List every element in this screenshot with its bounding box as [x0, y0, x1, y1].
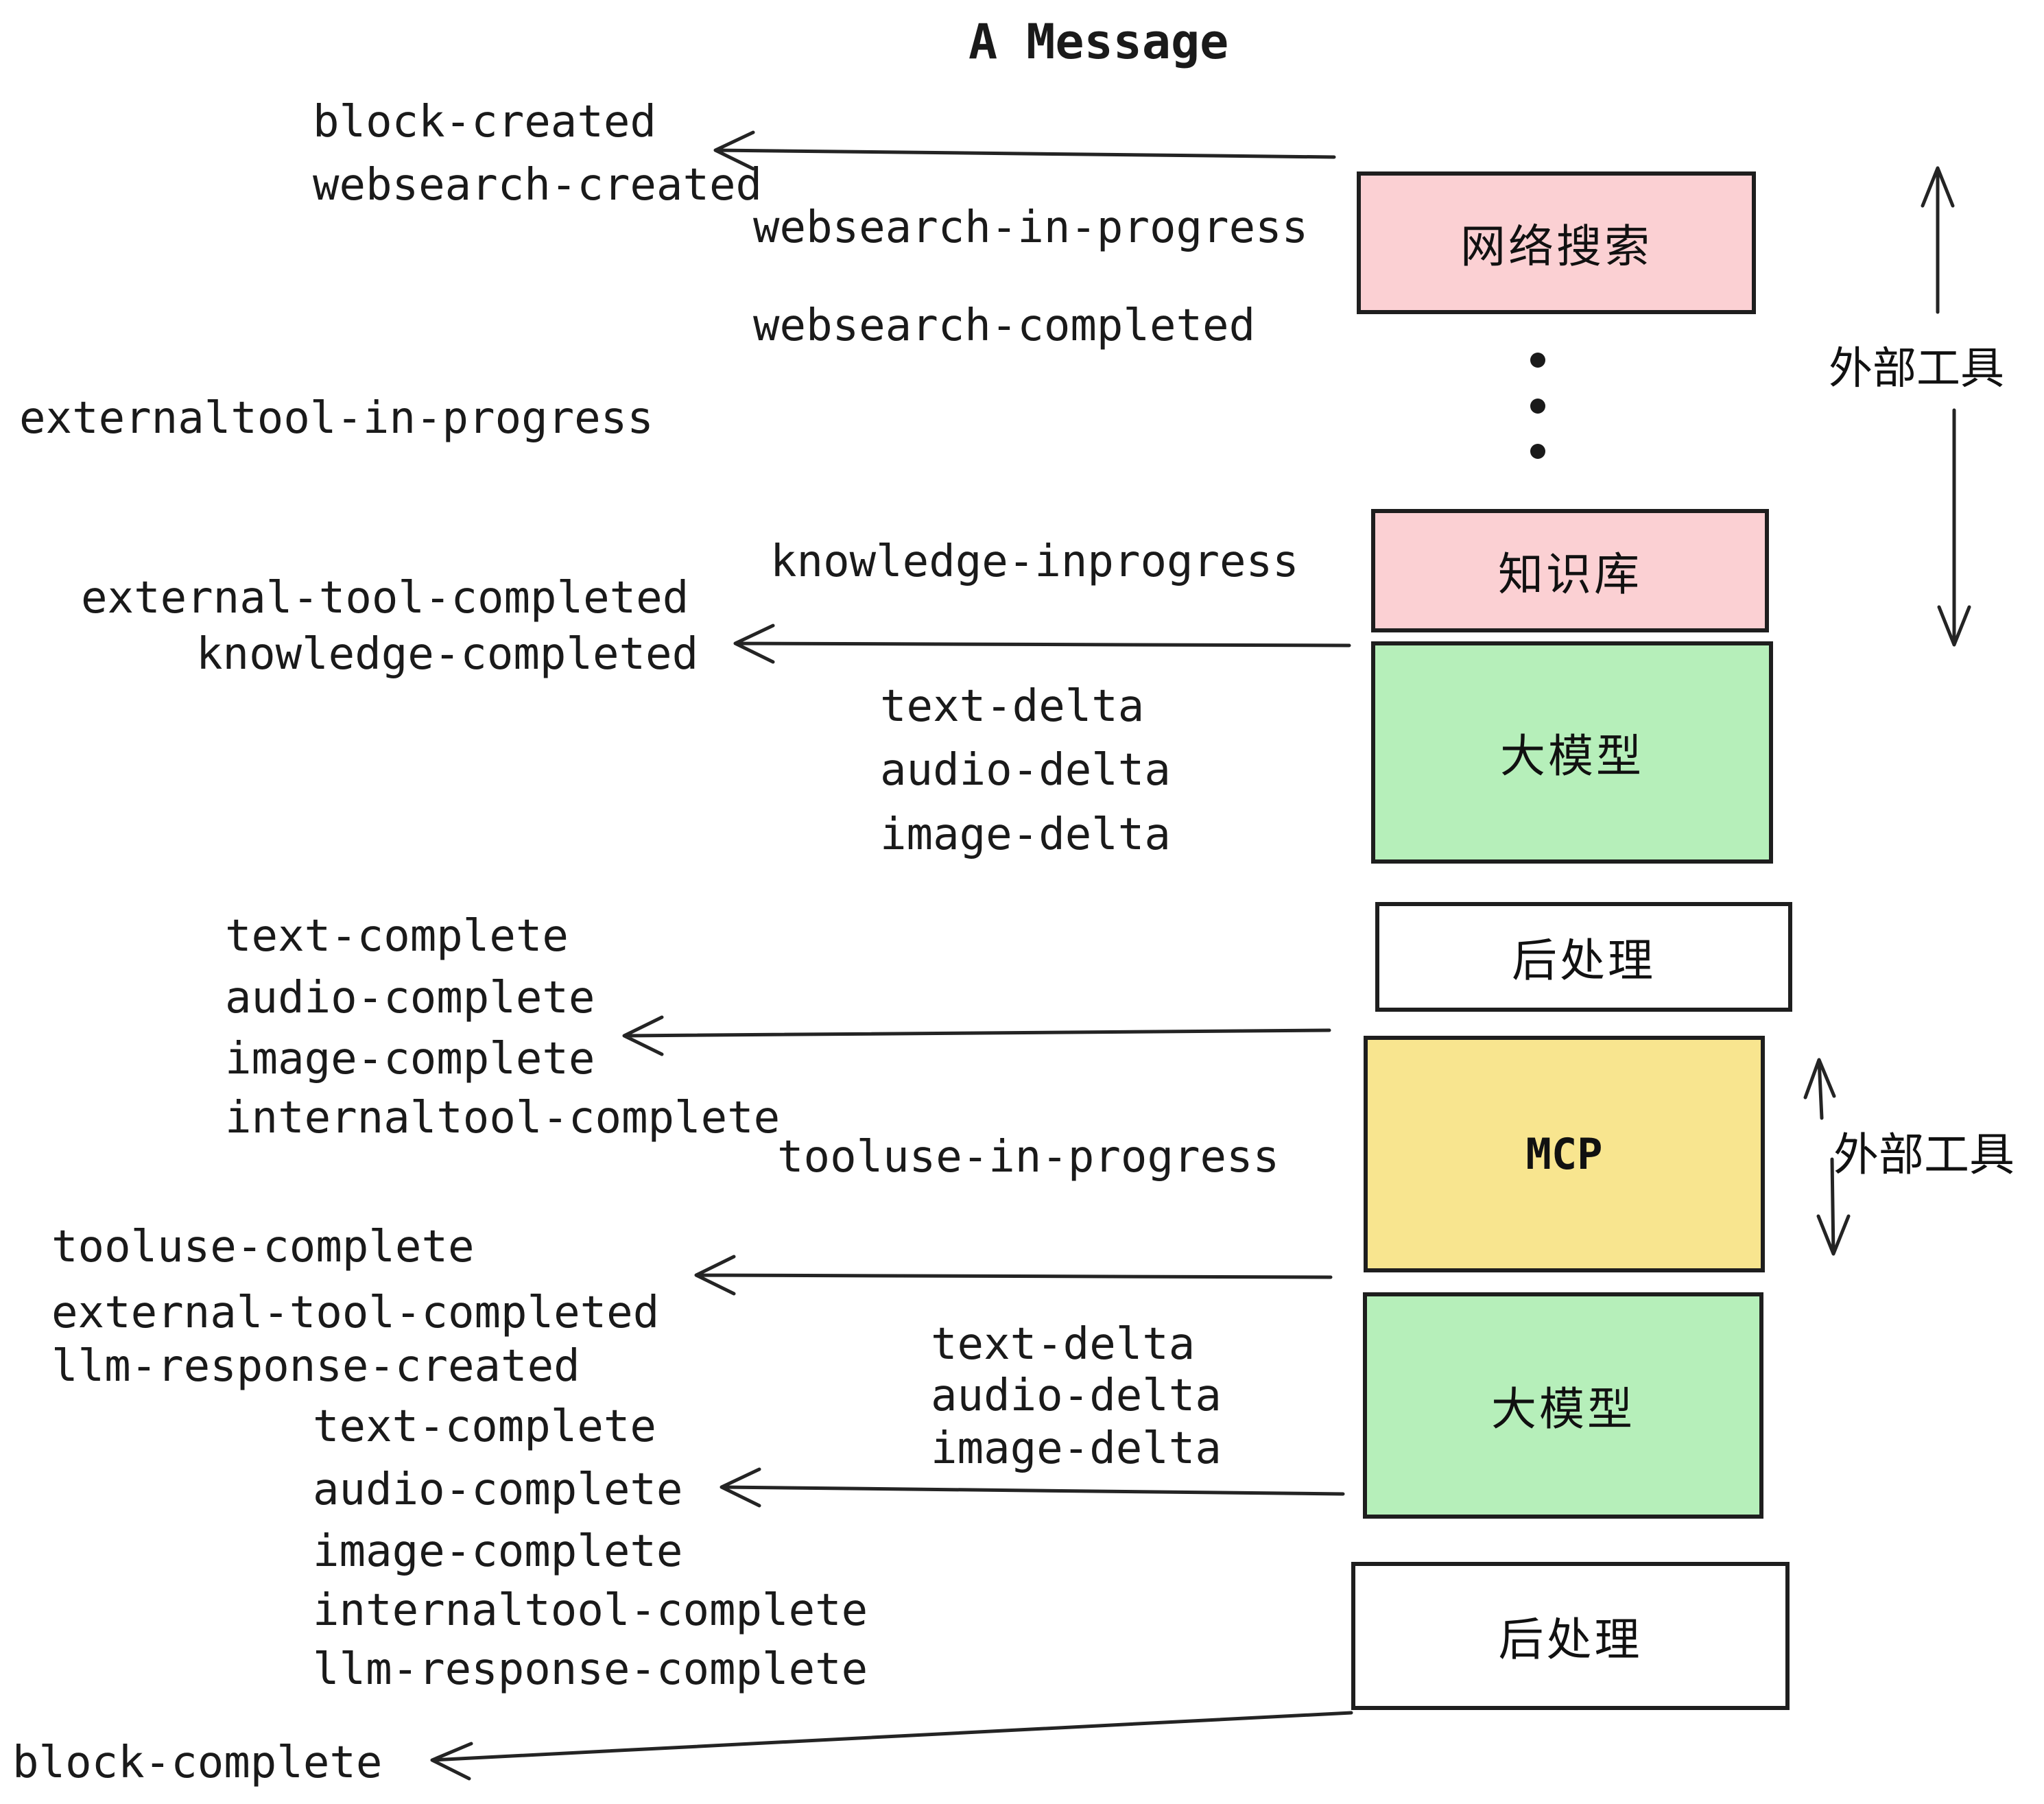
arrow-block-created — [713, 130, 1336, 171]
box-knowledge-label: 知识库 — [1498, 548, 1642, 601]
box-postprocess-2-label: 后处理 — [1498, 1613, 1643, 1666]
box-llm-2-label: 大模型 — [1491, 1383, 1635, 1436]
box-websearch: 网络搜索 — [1357, 171, 1756, 314]
event-external-tool-completed-2: external-tool-completed — [51, 1287, 660, 1338]
event-image-complete: image-complete — [225, 1034, 595, 1084]
event-image-delta-2: image-delta — [931, 1423, 1222, 1474]
arrow-knowledge-completed — [733, 624, 1351, 664]
event-block-complete: block-complete — [12, 1737, 383, 1788]
event-externaltool-in-progress: externaltool-in-progress — [19, 393, 654, 444]
event-image-delta: image-delta — [880, 809, 1171, 860]
event-audio-delta-2: audio-delta — [931, 1370, 1222, 1421]
event-knowledge-inprogress: knowledge-inprogress — [770, 536, 1299, 587]
external-tools-label-top: 外部工具 — [1829, 344, 2004, 394]
box-postprocess-1: 后处理 — [1375, 902, 1792, 1012]
arrow-external-tools-top-down — [1937, 408, 1971, 647]
box-mcp: MCP — [1364, 1036, 1765, 1272]
box-llm-2: 大模型 — [1363, 1292, 1763, 1519]
box-mcp-label: MCP — [1525, 1129, 1603, 1179]
arrow-external-tools-top-up — [1921, 166, 1955, 314]
event-websearch-created: websearch-created — [313, 160, 763, 211]
event-text-delta: text-delta — [880, 681, 1145, 732]
event-websearch-completed: websearch-completed — [753, 300, 1256, 351]
event-text-delta-2: text-delta — [931, 1319, 1196, 1370]
event-internaltool-complete: internaltool-complete — [225, 1093, 781, 1143]
event-audio-delta: audio-delta — [880, 745, 1171, 796]
box-llm-1: 大模型 — [1371, 641, 1773, 864]
event-tooluse-in-progress: tooluse-in-progress — [777, 1132, 1280, 1183]
box-postprocess-1-label: 后处理 — [1512, 934, 1656, 987]
event-tooluse-complete: tooluse-complete — [51, 1222, 475, 1272]
event-internaltool-complete-2: internaltool-complete — [313, 1585, 868, 1636]
arrow-external-tools-bottom-up — [1803, 1058, 1836, 1120]
vertical-ellipsis-dots — [1530, 353, 1545, 459]
event-llm-response-created: llm-response-created — [51, 1341, 580, 1392]
box-llm-1-label: 大模型 — [1500, 730, 1644, 783]
event-audio-complete: audio-complete — [225, 973, 595, 1023]
event-image-complete-2: image-complete — [313, 1526, 683, 1577]
arrow-block-complete — [430, 1711, 1353, 1781]
arrow-image-complete — [622, 1015, 1331, 1056]
event-block-created: block-created — [313, 97, 656, 147]
diagram-title: A Message — [968, 14, 1229, 70]
event-text-complete: text-complete — [225, 911, 569, 962]
external-tools-label-bottom: 外部工具 — [1833, 1128, 2015, 1181]
arrow-tooluse-complete — [694, 1255, 1333, 1296]
box-websearch-label: 网络搜索 — [1460, 220, 1652, 273]
event-knowledge-completed: knowledge-completed — [196, 629, 699, 680]
event-external-tool-completed: external-tool-completed — [81, 573, 689, 624]
box-knowledge: 知识库 — [1371, 509, 1769, 632]
event-llm-response-complete: llm-response-complete — [313, 1644, 868, 1695]
box-postprocess-2: 后处理 — [1351, 1562, 1790, 1710]
event-text-complete-2: text-complete — [313, 1401, 656, 1452]
arrow-audio-complete — [720, 1467, 1345, 1508]
event-websearch-in-progress: websearch-in-progress — [753, 202, 1309, 253]
event-audio-complete-2: audio-complete — [313, 1464, 683, 1515]
